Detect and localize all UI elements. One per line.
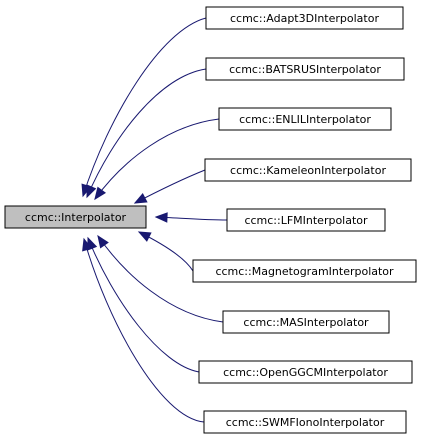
inheritance-edges xyxy=(81,17,228,423)
derived-class-box xyxy=(205,6,404,30)
derived-class-box xyxy=(203,410,407,434)
derived-class-node[interactable]: ccmc::ENLILInterpolator xyxy=(218,107,392,131)
derived-class-label: ccmc::ENLILInterpolator xyxy=(239,113,371,126)
inheritance-edge xyxy=(87,237,200,373)
inheritance-arrowhead xyxy=(94,186,107,201)
inheritance-arrowhead xyxy=(82,237,93,252)
inheritance-edge xyxy=(82,17,207,197)
derived-class-box xyxy=(222,310,390,334)
inheritance-arrowhead xyxy=(86,184,97,199)
derived-class-box xyxy=(218,107,392,131)
inheritance-arrowhead xyxy=(97,234,109,249)
base-class-label: ccmc::Interpolator xyxy=(25,211,127,224)
inheritance-edge xyxy=(86,68,207,198)
derived-class-label: ccmc::LFMInterpolator xyxy=(244,214,368,227)
derived-class-box xyxy=(192,259,417,283)
derived-class-box xyxy=(226,208,386,232)
derived-class-label: ccmc::Adapt3DInterpolator xyxy=(230,12,379,25)
base-class-node[interactable]: ccmc::Interpolator xyxy=(4,205,147,229)
inheritance-edge xyxy=(94,118,220,200)
derived-class-label: ccmc::MASInterpolator xyxy=(243,316,369,329)
inheritance-arrowhead xyxy=(133,193,148,204)
derived-class-box xyxy=(204,158,412,182)
derived-class-label: ccmc::MagnetogramInterpolator xyxy=(215,265,394,278)
derived-class-node[interactable]: ccmc::LFMInterpolator xyxy=(226,208,386,232)
derived-class-label: ccmc::BATSRUSInterpolator xyxy=(229,63,381,76)
inheritance-edge xyxy=(97,235,224,323)
derived-class-node[interactable]: ccmc::OpenGGCMInterpolator xyxy=(198,360,413,384)
inheritance-arrowhead xyxy=(137,231,152,242)
inheritance-arrowhead xyxy=(154,212,168,223)
base-class-box xyxy=(4,205,147,229)
derived-class-label: ccmc::SWMFIonoInterpolator xyxy=(226,416,385,429)
derived-class-box xyxy=(198,360,413,384)
derived-class-node[interactable]: ccmc::SWMFIonoInterpolator xyxy=(203,410,407,434)
derived-class-node[interactable]: ccmc::MASInterpolator xyxy=(222,310,390,334)
derived-class-box xyxy=(205,57,405,81)
derived-class-node[interactable]: ccmc::KameleonInterpolator xyxy=(204,158,412,182)
inheritance-edge xyxy=(83,238,205,423)
derived-class-label: ccmc::KameleonInterpolator xyxy=(230,164,386,177)
derived-class-node[interactable]: ccmc::MagnetogramInterpolator xyxy=(192,259,417,283)
derived-class-node[interactable]: ccmc::Adapt3DInterpolator xyxy=(205,6,404,30)
derived-classes: ccmc::Adapt3DInterpolatorccmc::BATSRUSIn… xyxy=(192,6,417,434)
derived-class-label: ccmc::OpenGGCMInterpolator xyxy=(223,366,388,379)
inheritance-edge xyxy=(134,169,206,204)
derived-class-node[interactable]: ccmc::BATSRUSInterpolator xyxy=(205,57,405,81)
